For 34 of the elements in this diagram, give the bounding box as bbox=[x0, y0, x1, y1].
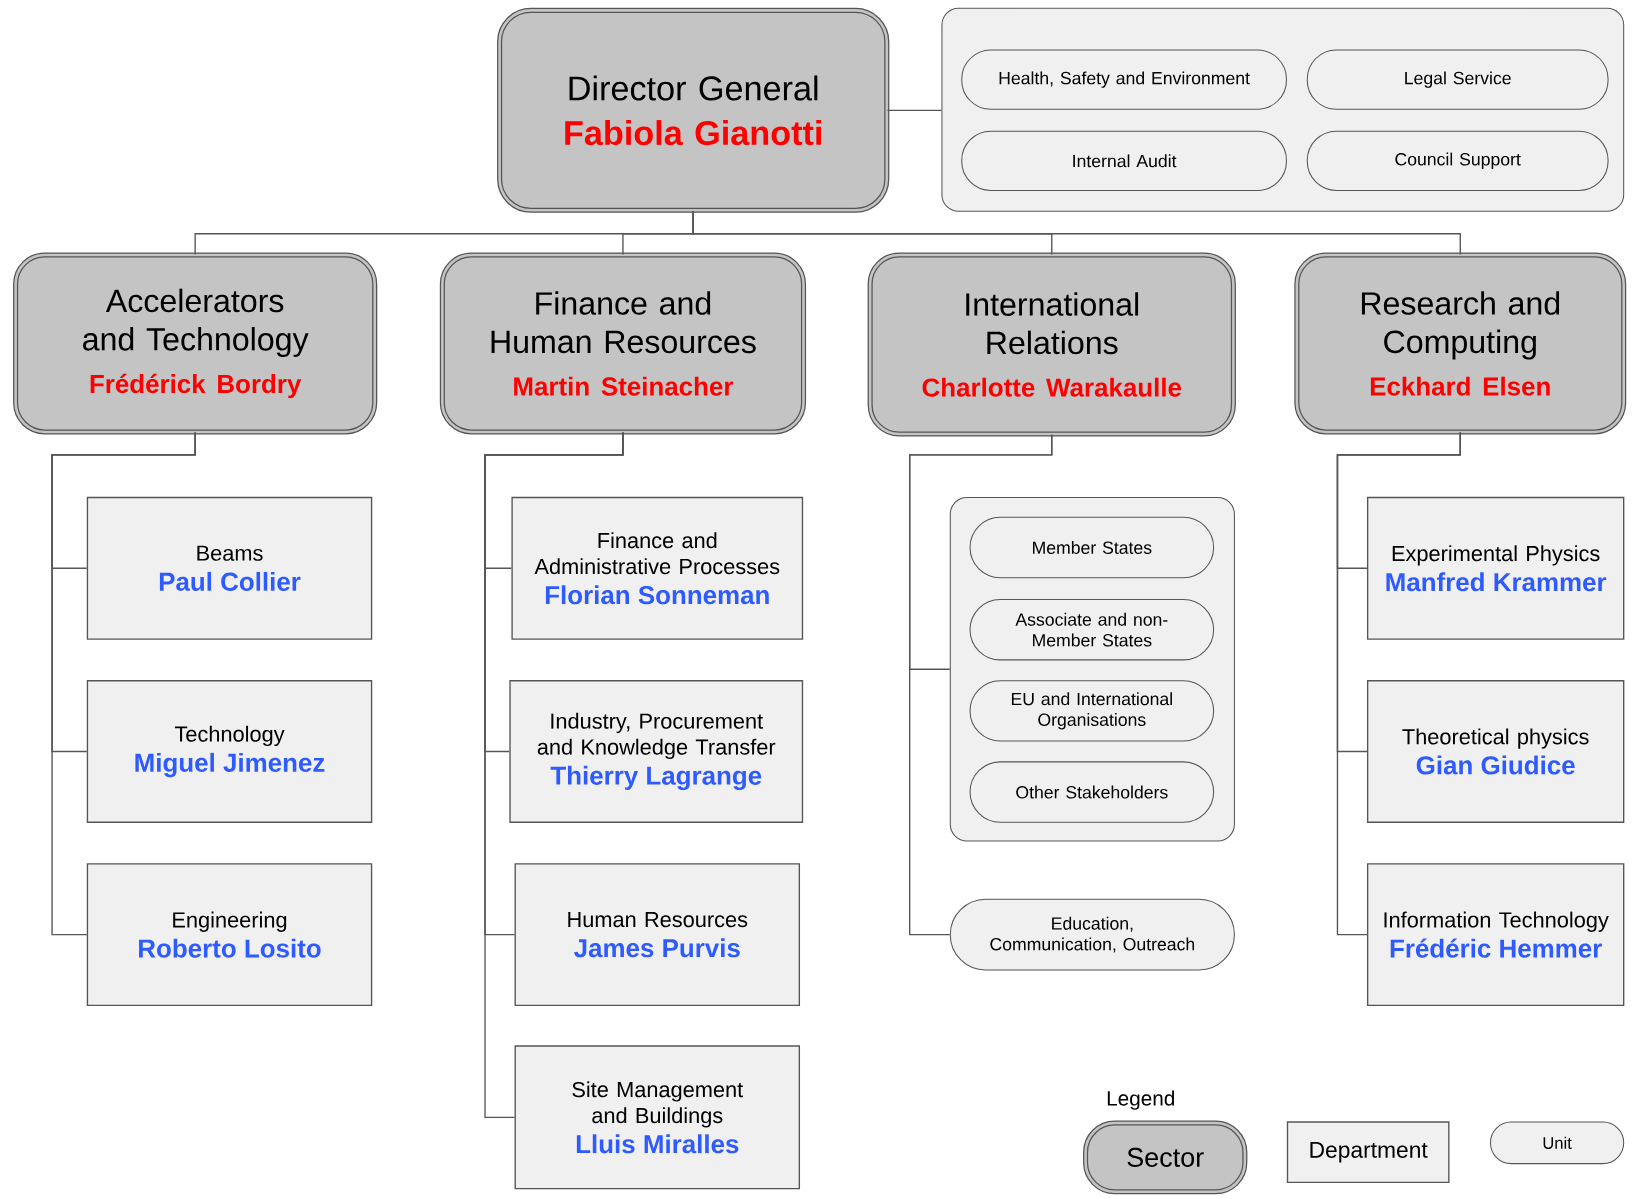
department-box: Technology Miguel Jimenez bbox=[86, 680, 373, 823]
connector-line bbox=[484, 431, 624, 1118]
sector-box: International Relations Charlotte Warakaulle bbox=[867, 252, 1236, 437]
department-box: Information Technology Frédéric Hemmer bbox=[1366, 863, 1625, 1007]
department-box: Theoretical physics Gian Giudice bbox=[1366, 680, 1625, 823]
sector-box: Research and Computing Eckhard Elsen bbox=[1294, 252, 1627, 435]
department-box: Beams Paul Collier bbox=[86, 496, 373, 640]
legend-sample: Department bbox=[1286, 1121, 1450, 1184]
director-box: Director General Fabiola Gianotti bbox=[497, 7, 890, 213]
unit-pill: Associate and non-Member States bbox=[969, 599, 1215, 661]
department-box: Experimental Physics Manfred Krammer bbox=[1366, 496, 1625, 640]
unit-pill: Health, Safety and Environment bbox=[961, 49, 1287, 110]
connector-line bbox=[909, 433, 1053, 936]
legend-sample: Unit bbox=[1489, 1121, 1625, 1165]
department-box: Industry, Procurement and Knowledge Transfer Thierry Lagrange bbox=[509, 680, 804, 823]
unit-pill: Other Stakeholders bbox=[969, 761, 1215, 823]
unit-pill: Education, Communication, Outreach bbox=[949, 898, 1235, 971]
sector-box: Finance and Human Resources Martin Steinacher bbox=[439, 252, 807, 435]
connector-line bbox=[51, 431, 196, 936]
unit-pill: EU and International Organisations bbox=[969, 680, 1215, 742]
connector-line bbox=[692, 210, 1461, 256]
unit-pill: Legal Service bbox=[1306, 49, 1609, 110]
department-box: Finance and Administrative Processes Florian Sonneman bbox=[511, 496, 804, 640]
legend-sample: Sector bbox=[1083, 1120, 1248, 1195]
unit-pill: Council Support bbox=[1306, 130, 1609, 191]
legend-title: Legend bbox=[1107, 1090, 1174, 1110]
connector-line bbox=[1336, 431, 1461, 936]
department-box: Site Management and Buildings Lluis Miralles bbox=[514, 1045, 801, 1190]
connector-line bbox=[886, 109, 943, 111]
department-box: Human Resources James Purvis bbox=[514, 863, 801, 1007]
unit-pill: Member States bbox=[969, 516, 1215, 579]
unit-pill: Internal Audit bbox=[961, 130, 1287, 191]
sector-box: Accelerators and Technology Frédérick Bordry bbox=[13, 252, 378, 435]
department-box: Engineering Roberto Losito bbox=[86, 863, 373, 1007]
